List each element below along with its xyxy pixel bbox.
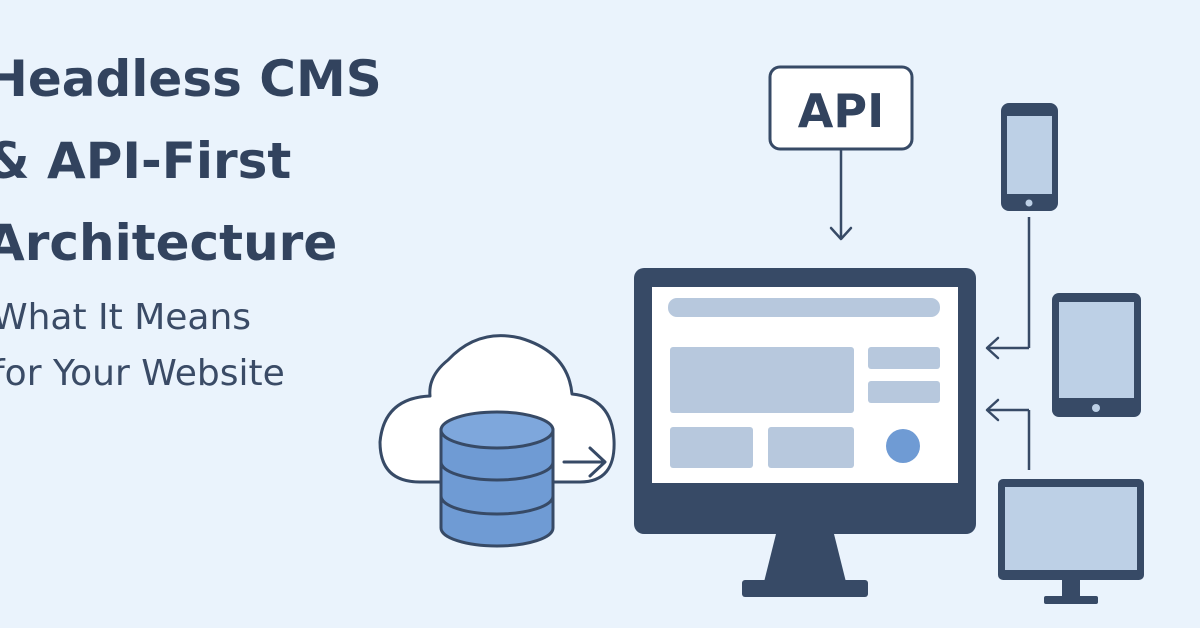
browser-bar [668,298,940,317]
tablet-icon [1052,293,1141,417]
api-box: API [768,65,914,151]
api-label: API [798,84,884,138]
database-icon [439,410,555,548]
headline-line-3: Architecture [0,214,338,272]
content-block [868,381,940,403]
accent-dot [886,429,920,463]
content-block [868,347,940,369]
subheadline-line-2: for Your Website [0,353,285,394]
arrow-icon [562,446,607,478]
content-block [670,347,854,413]
cloud-icon [378,334,616,484]
headline-line-2: & API-First [0,132,292,190]
monitor-icon [634,268,976,597]
subheadline-line-1: What It Means [0,297,252,338]
smartphone-icon [1001,103,1058,211]
content-block [768,427,854,468]
headline: Headless CMS & API-First Architecture [0,38,382,284]
headline-line-1: Headless CMS [0,50,382,108]
content-block [670,427,753,468]
subheadline: What It Means for Your Website [0,290,285,402]
desktop-icon [998,479,1144,604]
